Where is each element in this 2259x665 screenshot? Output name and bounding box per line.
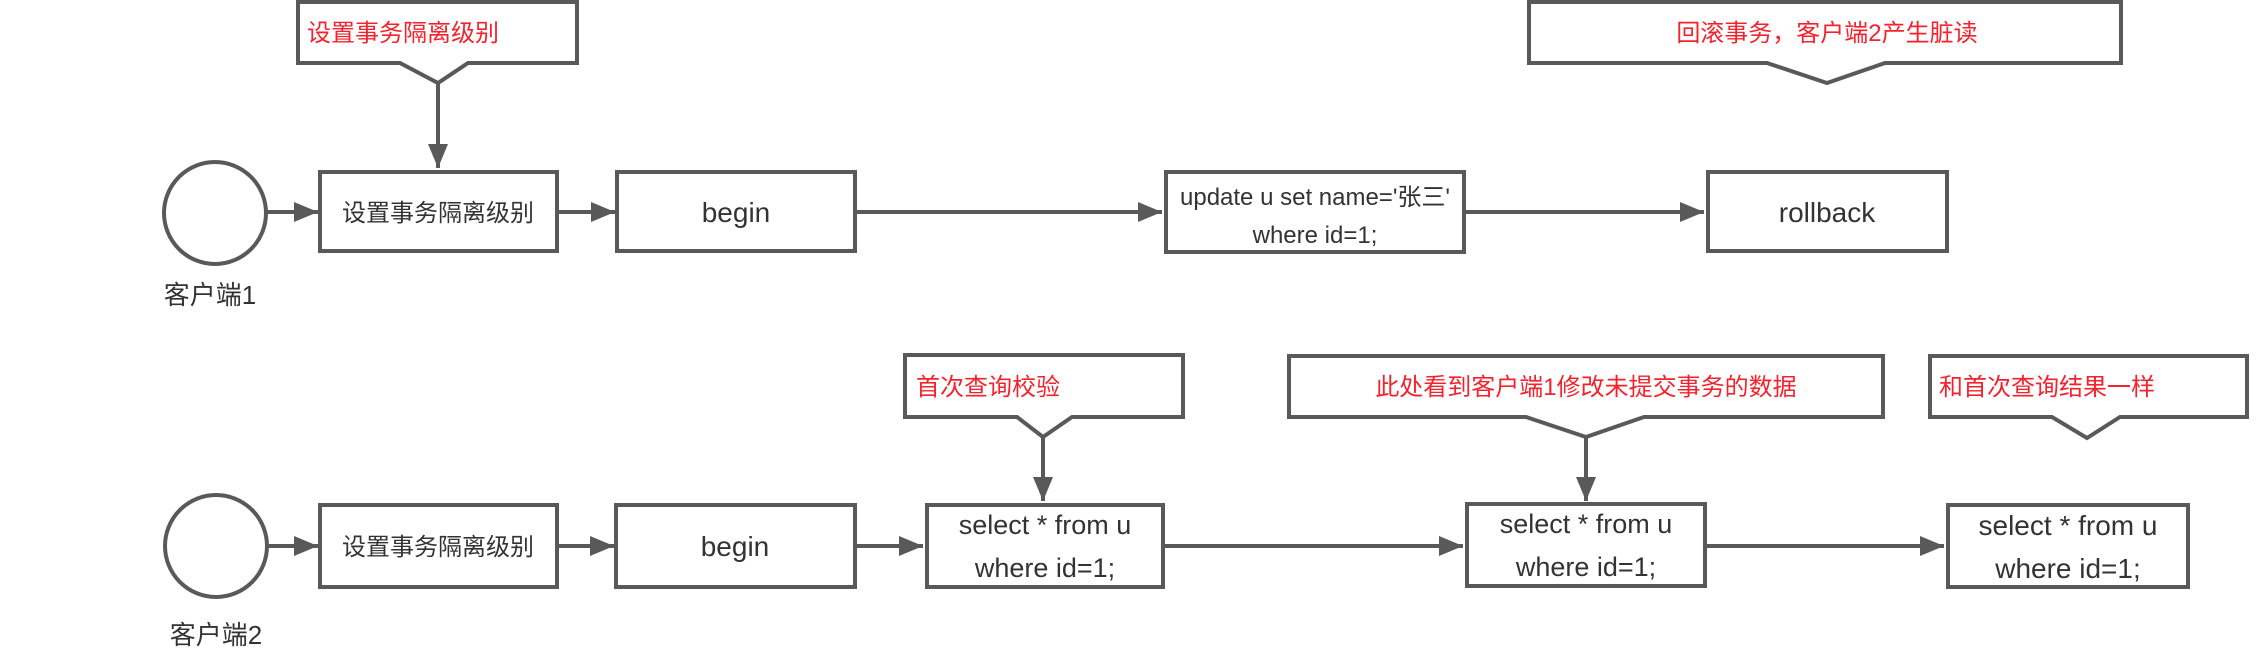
callout-first-query-bubble bbox=[903, 353, 1185, 440]
callout-rollback-bubble bbox=[1527, 0, 2123, 86]
client1-box-rollback-label: rollback bbox=[1779, 197, 1876, 228]
callout-set-isolation-bubble bbox=[296, 0, 579, 86]
client2-box-begin-label: begin bbox=[701, 531, 770, 562]
callout-set-isolation-level: 设置事务隔离级别 bbox=[296, 0, 579, 168]
callout-rollback-dirty-read: 回滚事务，客户端2产生脏读 bbox=[1527, 0, 2123, 86]
client2-box-begin bbox=[614, 503, 857, 589]
client1-box-rollback bbox=[1706, 170, 1949, 253]
client1-box-update-line1: update u set name='张三' bbox=[1180, 184, 1450, 211]
client2-box-select3-line1: select * from u bbox=[1979, 510, 2158, 541]
client2-box-select3-line2: where id=1; bbox=[1994, 553, 2141, 584]
callout-first-query-text: 首次查询校验 bbox=[916, 374, 1060, 401]
callout-same-result-bubble bbox=[1928, 354, 2249, 441]
client1-start-circle bbox=[162, 160, 268, 266]
callout-same-result-text: 和首次查询结果一样 bbox=[1939, 374, 2155, 401]
client1-box-update bbox=[1164, 170, 1466, 254]
callout-uncommitted-data: 此处看到客户端1修改未提交事务的数据 bbox=[1287, 354, 1885, 501]
client2-lane: 客户端2 设置事务隔离级别 begin select * from u wher… bbox=[163, 493, 2190, 650]
client2-box-select1-line2: where id=1; bbox=[974, 553, 1115, 583]
client2-start-circle bbox=[163, 493, 269, 599]
callout-uncommitted-data-text: 此处看到客户端1修改未提交事务的数据 bbox=[1375, 374, 1796, 401]
client2-box-select2 bbox=[1465, 502, 1707, 588]
callout-set-isolation-text: 设置事务隔离级别 bbox=[307, 20, 499, 47]
client1-box-update-line2: where id=1; bbox=[1252, 222, 1378, 249]
client2-label: 客户端2 bbox=[170, 620, 262, 650]
client1-box-set-isolation-label: 设置事务隔离级别 bbox=[342, 200, 534, 227]
callout-rollback-text: 回滚事务，客户端2产生脏读 bbox=[1676, 20, 1977, 47]
callout-same-as-first-query: 和首次查询结果一样 bbox=[1928, 354, 2249, 441]
client2-box-set-isolation bbox=[318, 503, 559, 589]
client1-label: 客户端1 bbox=[164, 280, 256, 310]
client1-box-begin-label: begin bbox=[702, 197, 771, 228]
client1-lane: 客户端1 设置事务隔离级别 begin update u set name='张… bbox=[162, 160, 1949, 310]
client2-box-set-isolation-label: 设置事务隔离级别 bbox=[342, 534, 534, 561]
client2-box-select2-line2: where id=1; bbox=[1515, 552, 1656, 582]
client2-box-select3 bbox=[1946, 503, 2190, 589]
client2-box-select2-line1: select * from u bbox=[1500, 509, 1673, 539]
callout-uncommitted-data-bubble bbox=[1287, 354, 1885, 440]
client2-box-select1-line1: select * from u bbox=[959, 510, 1132, 540]
callout-first-query-check: 首次查询校验 bbox=[903, 353, 1185, 501]
